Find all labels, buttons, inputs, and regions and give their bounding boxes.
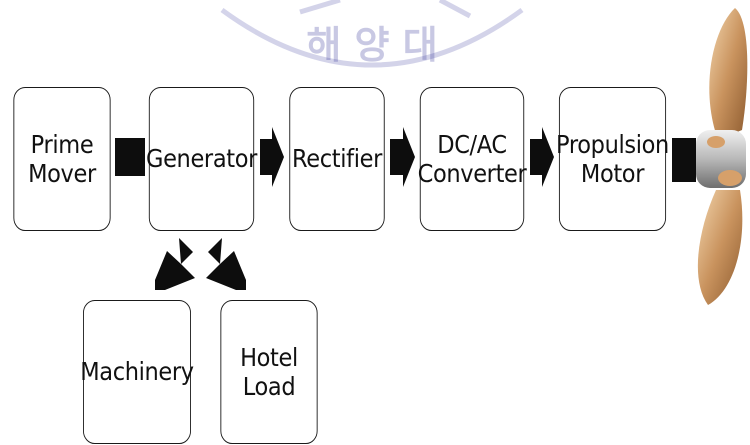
propeller-blade-lower: [698, 190, 742, 305]
propeller-blade-upper: [709, 8, 747, 140]
propeller-blade-root: [718, 170, 742, 186]
propeller-blade-root: [707, 136, 725, 148]
